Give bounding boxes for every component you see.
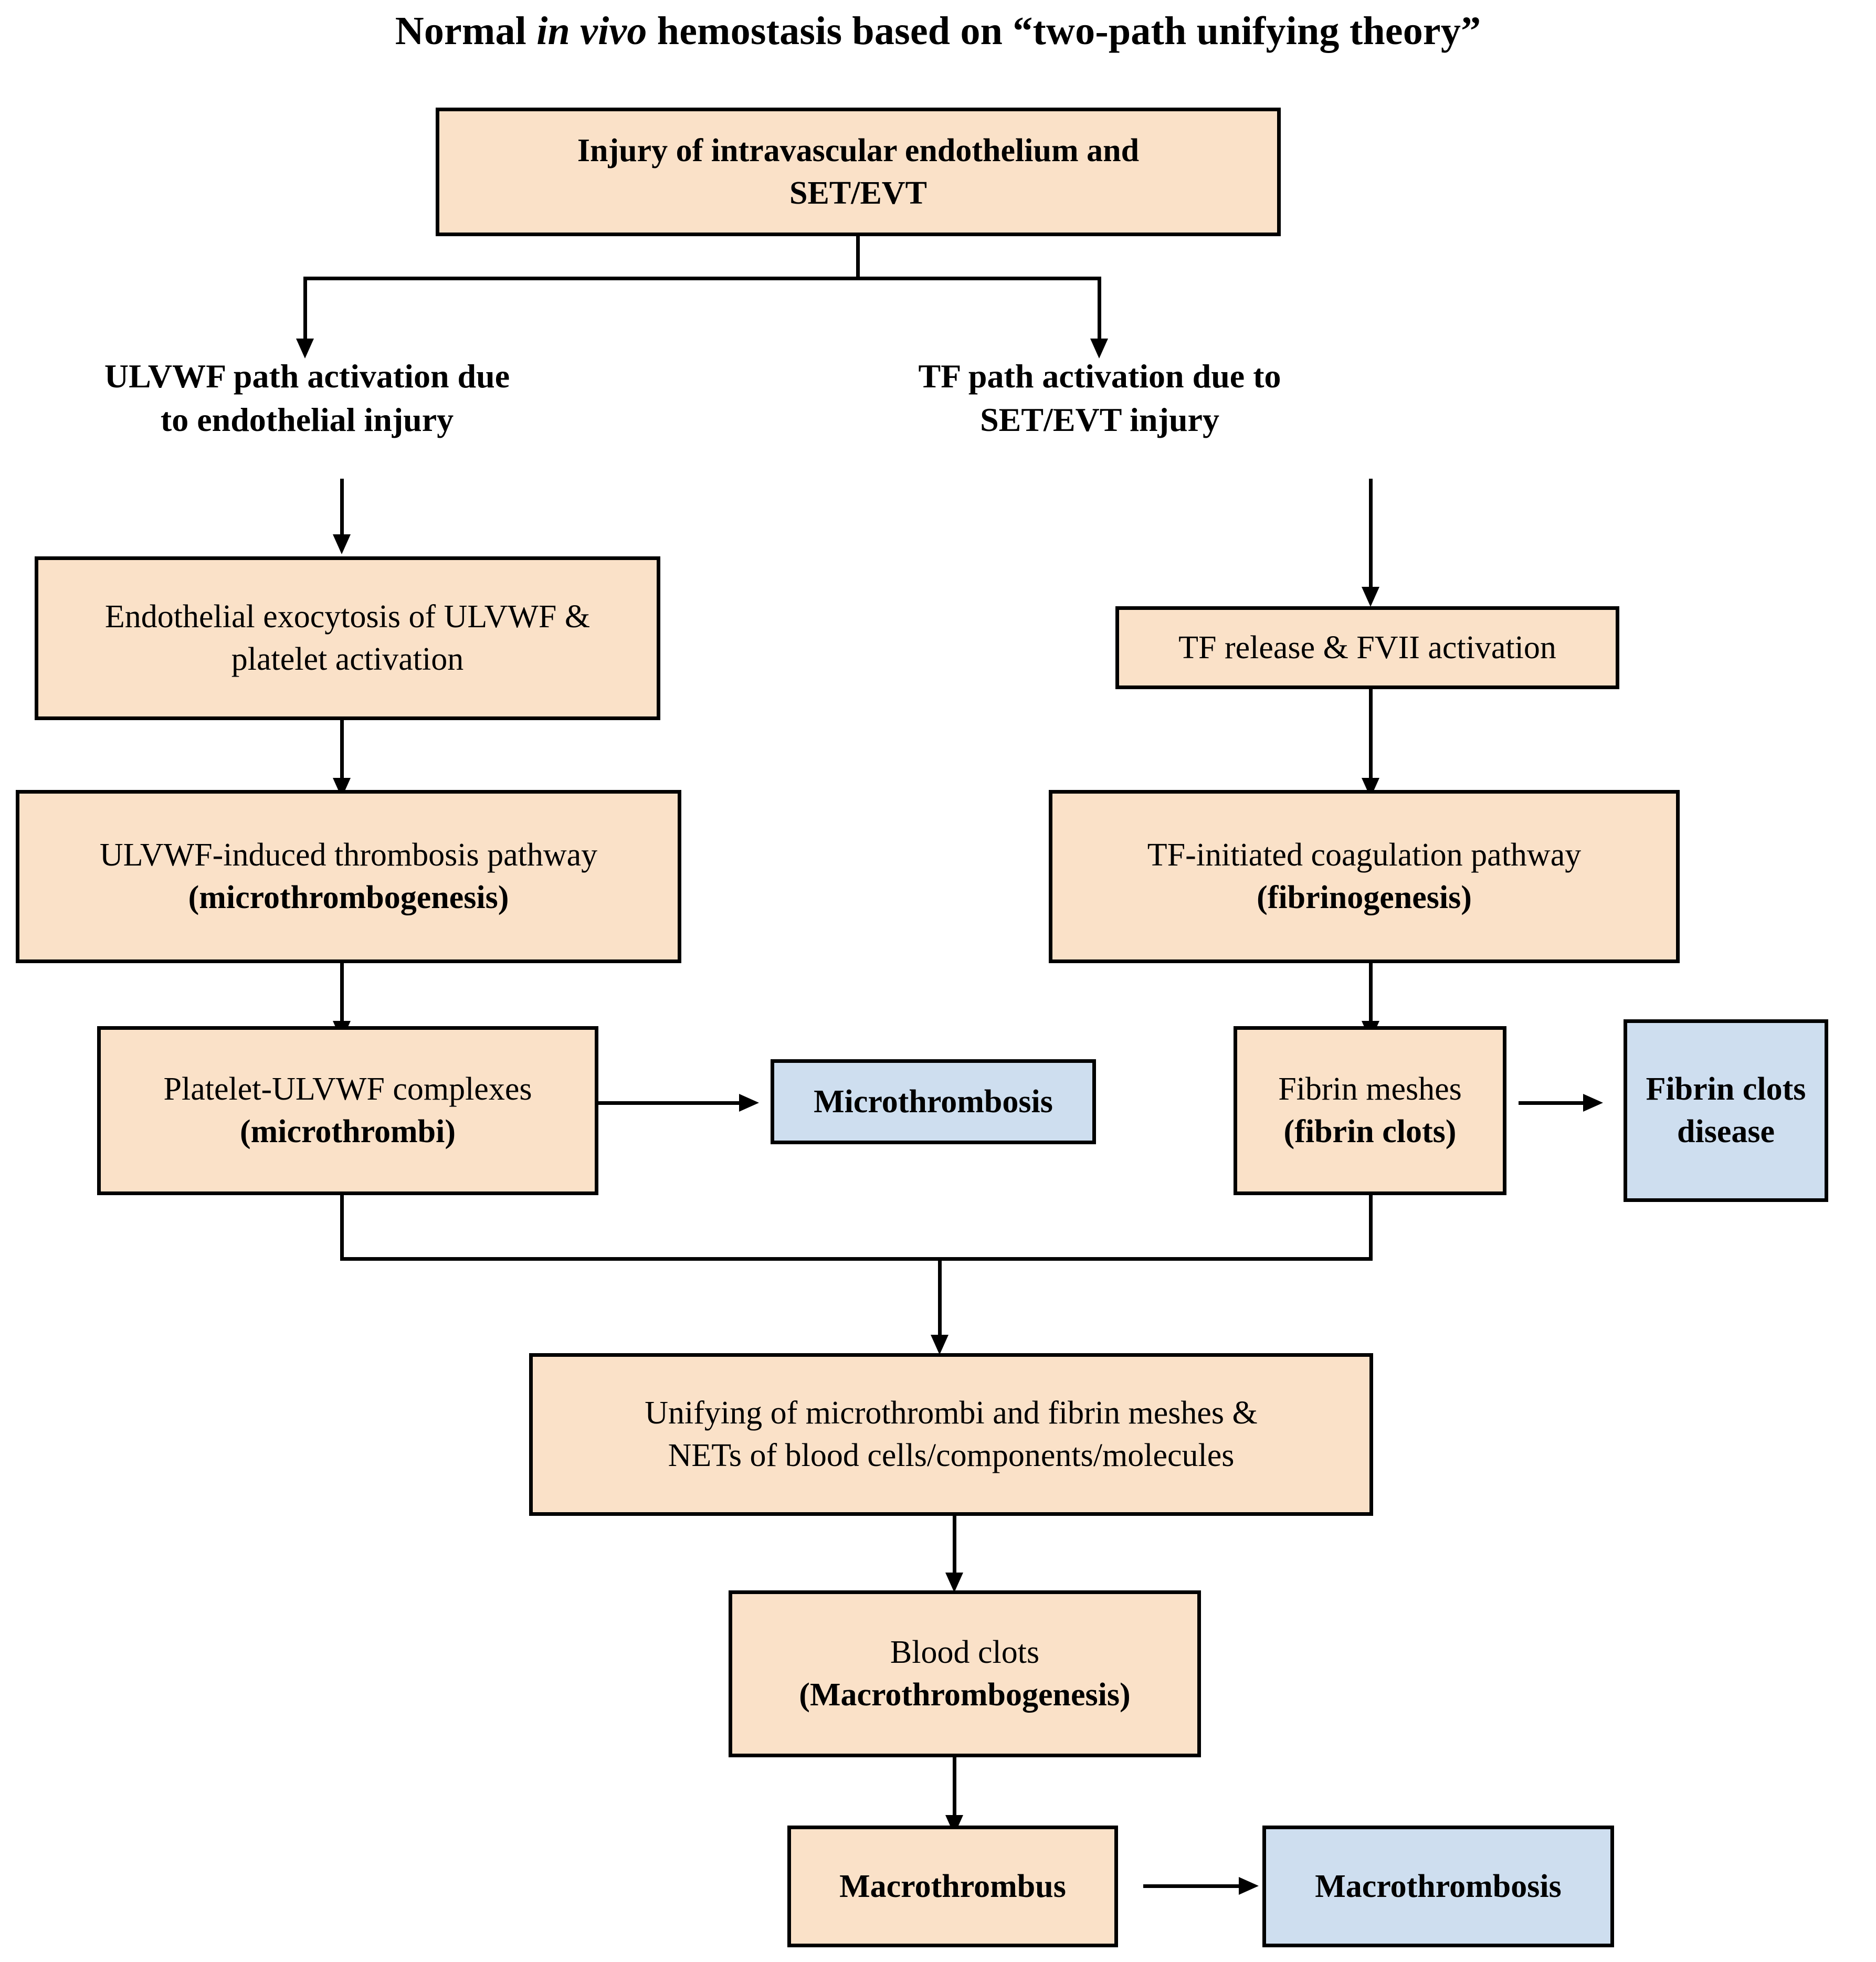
- node-injury[interactable]: Injury of intravascular endothelium and …: [436, 108, 1281, 236]
- node-blood-clots-line2: (Macrothrombogenesis): [799, 1677, 1131, 1713]
- connector-ulvwflabel-to-exocytosis: [340, 479, 344, 539]
- node-endothelial-exocytosis-line2: platelet activation: [231, 641, 464, 677]
- page-title: Normal in vivo hemostasis based on “two-…: [0, 9, 1876, 54]
- label-tf-path-line1: TF path activation due to: [918, 357, 1281, 395]
- title-pre: Normal: [395, 9, 537, 53]
- arrowhead-ulvwflabel-to-exocytosis: [333, 534, 351, 554]
- label-ulvwf-path: ULVWF path activation due to endothelial…: [73, 354, 541, 441]
- node-microthrombosis[interactable]: Microthrombosis: [771, 1059, 1096, 1144]
- connector-pathway-to-complexes: [340, 963, 344, 1026]
- node-macrothrombus[interactable]: Macrothrombus: [787, 1826, 1118, 1947]
- node-platelet-complexes[interactable]: Platelet-ULVWF complexes (microthrombi): [97, 1026, 598, 1195]
- connector-exocytosis-to-pathway: [340, 720, 344, 783]
- label-tf-path: TF path activation due to SET/EVT injury: [866, 354, 1333, 441]
- node-platelet-complexes-line2: (microthrombi): [240, 1114, 456, 1149]
- connector-unifying-to-bloodclots: [953, 1516, 956, 1578]
- connector-tfpathway-to-fibrinmeshes: [1369, 963, 1373, 1026]
- node-injury-line1: Injury of intravascular endothelium and: [577, 132, 1140, 168]
- arrowhead-fibrinmeshes-to-disease: [1583, 1094, 1603, 1112]
- node-endothelial-exocytosis-line1: Endothelial exocytosis of ULVWF &: [104, 599, 591, 635]
- connector-fibrinmeshes-down: [1369, 1195, 1373, 1261]
- node-unifying-line2: NETs of blood cells/components/molecules: [668, 1438, 1235, 1473]
- node-macrothrombus-line1: Macrothrombus: [839, 1868, 1066, 1904]
- node-tf-pathway-line2: (fibrinogenesis): [1257, 880, 1472, 915]
- node-endothelial-exocytosis[interactable]: Endothelial exocytosis of ULVWF & platel…: [35, 556, 660, 720]
- arrowhead-to-ulvwf-branch: [296, 339, 314, 358]
- node-unifying-line1: Unifying of microthrombi and fibrin mesh…: [645, 1395, 1258, 1431]
- node-tf-pathway[interactable]: TF-initiated coagulation pathway (fibrin…: [1049, 790, 1680, 963]
- node-ulvwf-pathway-line1: ULVWF-induced thrombosis pathway: [99, 837, 598, 873]
- label-ulvwf-path-line1: ULVWF path activation due: [104, 357, 510, 395]
- connector-injury-stem: [856, 236, 860, 279]
- arrowhead-to-tf-branch: [1090, 339, 1108, 358]
- node-tf-release[interactable]: TF release & FVII activation: [1115, 606, 1619, 689]
- connector-merge-crossbar: [340, 1257, 1373, 1261]
- node-tf-release-line1: TF release & FVII activation: [1178, 629, 1556, 666]
- connector-bloodclots-to-macrothrombus: [953, 1757, 956, 1820]
- node-microthrombosis-line1: Microthrombosis: [814, 1083, 1053, 1120]
- arrowhead-tflabel-to-tfrelease: [1362, 587, 1379, 607]
- node-platelet-complexes-line1: Platelet-ULVWF complexes: [163, 1071, 532, 1107]
- arrowhead-unifying-to-bloodclots: [945, 1573, 963, 1592]
- title-italic: in vivo: [536, 9, 647, 53]
- node-ulvwf-pathway-line2: (microthrombogenesis): [188, 880, 509, 915]
- node-blood-clots[interactable]: Blood clots (Macrothrombogenesis): [729, 1590, 1201, 1757]
- node-blood-clots-line1: Blood clots: [890, 1634, 1040, 1671]
- connector-tfrelease-to-tfpathway: [1369, 689, 1373, 784]
- node-macrothrombosis-line1: Macrothrombosis: [1315, 1868, 1562, 1904]
- title-post: hemostasis based on “two-path unifying t…: [647, 9, 1481, 53]
- arrowhead-macrothrombus-to-macrothrombosis: [1239, 1877, 1259, 1895]
- connector-complexes-to-microthrombosis: [598, 1101, 743, 1105]
- node-fibrin-clots-disease-line2: disease: [1677, 1114, 1775, 1149]
- connector-complexes-down: [340, 1195, 344, 1261]
- node-fibrin-clots-disease-line1: Fibrin clots: [1646, 1071, 1806, 1107]
- connector-tflabel-to-tfrelease: [1369, 479, 1373, 592]
- connector-to-ulvwf-branch: [303, 277, 307, 343]
- node-fibrin-clots-disease[interactable]: Fibrin clots disease: [1624, 1019, 1828, 1202]
- node-macrothrombosis[interactable]: Macrothrombosis: [1262, 1826, 1614, 1947]
- connector-injury-crossbar: [303, 277, 1101, 280]
- connector-to-tf-branch: [1098, 277, 1101, 343]
- node-fibrin-meshes-line2: (fibrin clots): [1283, 1114, 1457, 1149]
- arrowhead-merge-to-unifying: [931, 1335, 948, 1355]
- node-tf-pathway-line1: TF-initiated coagulation pathway: [1147, 837, 1582, 873]
- node-injury-line2: SET/EVT: [789, 175, 927, 211]
- node-fibrin-meshes-line1: Fibrin meshes: [1278, 1071, 1462, 1107]
- connector-macrothrombus-to-macrothrombosis: [1143, 1884, 1243, 1888]
- label-tf-path-line2: SET/EVT injury: [980, 401, 1219, 439]
- connector-merge-stem: [938, 1257, 942, 1340]
- node-ulvwf-pathway[interactable]: ULVWF-induced thrombosis pathway (microt…: [16, 790, 681, 963]
- label-ulvwf-path-line2: to endothelial injury: [160, 401, 454, 439]
- node-unifying[interactable]: Unifying of microthrombi and fibrin mesh…: [529, 1353, 1373, 1516]
- arrowhead-complexes-to-microthrombosis: [739, 1094, 759, 1112]
- connector-fibrinmeshes-to-disease: [1519, 1101, 1586, 1105]
- node-fibrin-meshes[interactable]: Fibrin meshes (fibrin clots): [1234, 1026, 1506, 1195]
